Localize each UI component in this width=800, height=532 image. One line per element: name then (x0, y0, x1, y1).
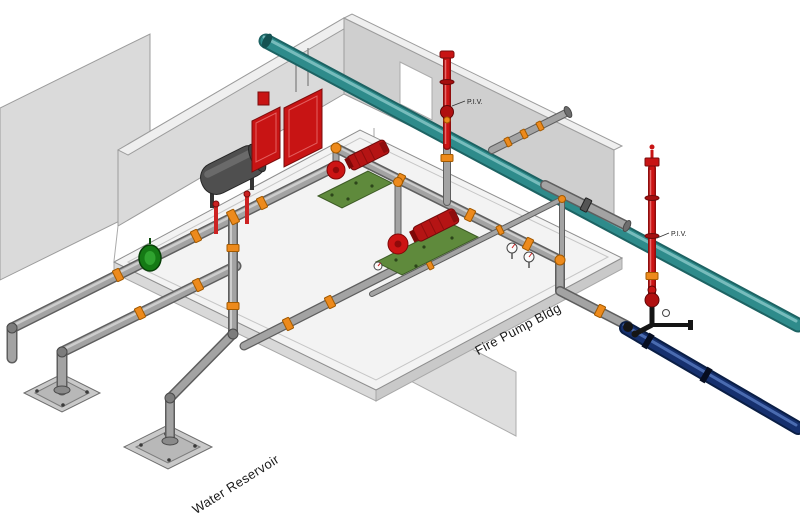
underground-pipe-blue (619, 321, 800, 435)
grooved-coupling (190, 228, 202, 244)
grooved-coupling (282, 316, 294, 332)
piv-label-1: P.I.V. (467, 99, 483, 106)
sensing-line (369, 196, 565, 297)
riser-finial (649, 144, 655, 150)
pipe-elbows (6, 322, 239, 446)
valve-hub (144, 251, 156, 265)
yard-main-pipe-body (260, 35, 800, 331)
pump-motor-2 (412, 208, 460, 242)
grooved-elbow (330, 142, 342, 154)
label-water-reservoir: Water Reservoir (189, 451, 281, 517)
pressure-gauges (373, 242, 535, 271)
elbow-joint (6, 322, 18, 334)
riser-cap (644, 157, 660, 167)
controller-door-line (288, 95, 318, 158)
grooved-coupling (256, 195, 268, 211)
pad-inner (134, 430, 202, 464)
riser-cap (439, 50, 455, 59)
wall-corner-line (113, 225, 119, 262)
valve-indicator (443, 116, 451, 124)
underground-pipe-body (621, 323, 800, 433)
fire-pump-controller-2 (251, 106, 281, 173)
piv-valve-body (644, 292, 660, 308)
grooved-coupling (519, 128, 529, 140)
floor-inner-outline (126, 137, 610, 381)
butterfly-valve-green (138, 238, 162, 272)
grooved-tee (226, 208, 240, 226)
stub-cap (212, 200, 220, 208)
shaft-coupling-1 (344, 156, 354, 170)
grooved-coupling (535, 120, 545, 132)
grooved-coupling (495, 224, 505, 236)
volute-hub (394, 240, 402, 248)
suction-riser-vertical (165, 213, 238, 445)
grooved-coupling (112, 267, 124, 283)
anchor-bolt (139, 443, 143, 447)
grooved-elbow (393, 177, 403, 187)
controller-door-line (255, 112, 277, 163)
riser-flange (644, 195, 660, 201)
pipe-end-cap (622, 219, 632, 233)
riser-flange (644, 233, 660, 239)
grooved-coupling (503, 136, 513, 148)
junction-fitting (623, 322, 633, 332)
stub-cap (688, 320, 693, 330)
pump-motor-1 (346, 139, 390, 171)
window-opening (399, 61, 433, 121)
pipe-band (641, 332, 655, 350)
pipe-end-cap (261, 33, 273, 49)
pipe-end-cap (563, 105, 573, 119)
grooved-coupling (324, 294, 336, 310)
fire-pump-2 (374, 208, 480, 276)
anchor-pad-2 (122, 424, 214, 470)
grooved-coupling (226, 302, 240, 310)
pressure-gauge (662, 309, 670, 317)
elbow-joint (164, 392, 176, 404)
shaft-coupling-2 (409, 229, 419, 243)
stub-cap (243, 190, 251, 198)
tank-highlight (204, 148, 256, 178)
hose-connection-stubs (212, 190, 251, 234)
pad-flange (161, 436, 179, 446)
controller-panels (251, 48, 323, 173)
label-leader (656, 232, 670, 239)
piv-riser-1: P.I.V. (439, 50, 483, 150)
grooved-coupling (594, 303, 606, 319)
riser-flange (439, 79, 455, 85)
grooved-elbow (554, 254, 566, 266)
test-header (488, 105, 573, 154)
grooved-coupling (192, 277, 204, 293)
pump-base-1 (316, 170, 394, 209)
grooved-coupling (522, 236, 534, 252)
elbow-joint (227, 328, 239, 340)
grooved-coupling (134, 305, 146, 321)
anchor-bolt (61, 403, 65, 407)
anchor-bolt (35, 389, 39, 393)
pad-flange (53, 385, 71, 395)
grooved-couplings (112, 120, 606, 332)
label-leader (451, 100, 466, 107)
grooved-coupling (645, 272, 659, 280)
anchor-bolt (167, 458, 171, 462)
yard-main-pipe (258, 33, 800, 333)
grooved-coupling (226, 244, 240, 252)
anchor-bolt (85, 390, 89, 394)
pipe-band (699, 366, 713, 384)
elbow-joint (56, 346, 68, 358)
grooved-coupling (464, 207, 476, 223)
anchor-bolt (193, 444, 197, 448)
yard-coupling (579, 197, 593, 213)
floor-surface (112, 129, 624, 391)
piv-label-2: P.I.V. (671, 231, 687, 238)
piv-riser-2: P.I.V. (631, 144, 693, 338)
fire-pump-1 (316, 139, 394, 209)
grooved-coupling (440, 154, 454, 162)
volute-hub (332, 166, 340, 174)
suction-line-pad1 (56, 260, 242, 396)
junction-box (257, 91, 270, 106)
fire-pump-controller-1 (283, 88, 323, 168)
suction-line-left (6, 162, 338, 364)
grooved-elbow (558, 195, 566, 203)
